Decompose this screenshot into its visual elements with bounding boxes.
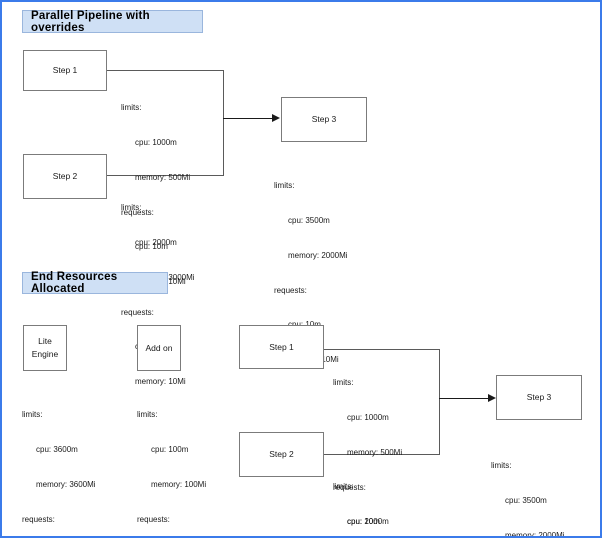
- resources-add-on: limits: cpu: 100m memory: 100Mi requests…: [137, 386, 207, 536]
- node-top-step-3[interactable]: Step 3: [281, 97, 367, 142]
- limits-cpu: cpu: 3600m: [36, 444, 78, 454]
- requests-cpu: cpu: 10m: [274, 319, 348, 331]
- requests-label: requests:: [121, 207, 154, 217]
- limits-memory: memory: 2000Mi: [505, 530, 565, 538]
- limits-cpu: cpu: 2000m: [347, 516, 389, 526]
- section-title-parallel-pipeline: Parallel Pipeline with overrides: [22, 10, 203, 34]
- node-bottom-step-1-label: Step 1: [269, 341, 294, 352]
- arrow-top-to-step3-line: [223, 118, 273, 119]
- node-bottom-step-2[interactable]: Step 2: [239, 432, 324, 477]
- requests-label: requests:: [22, 514, 55, 524]
- limits-cpu: cpu: 1000m: [347, 412, 389, 422]
- node-top-step-3-label: Step 3: [311, 114, 337, 125]
- limits-cpu: cpu: 1000m: [135, 137, 177, 147]
- requests-cpu: cpu: 10m: [135, 242, 168, 252]
- resources-bottom-step-1: limits: cpu: 1000m memory: 500Mi request…: [333, 354, 403, 536]
- node-top-step-1[interactable]: Step 1: [23, 50, 107, 91]
- node-bottom-step-1[interactable]: Step 1: [239, 325, 324, 369]
- connector-top-step1-horizontal: [107, 70, 224, 71]
- connector-bottom-step1-horizontal: [324, 349, 440, 350]
- limits-cpu: cpu: 3500m: [288, 215, 330, 225]
- arrow-bottom-to-step3-head: [488, 394, 496, 402]
- connector-top-step2-horizontal: [107, 175, 224, 176]
- node-top-step-2-label: Step 2: [52, 171, 78, 182]
- limits-memory: memory: 2000Mi: [288, 250, 348, 260]
- limits-cpu: cpu: 2000m: [135, 237, 177, 247]
- arrow-top-to-step3-head: [272, 114, 280, 122]
- limits-label: limits:: [137, 410, 158, 420]
- node-lite-engine-label-line1: Lite: [38, 336, 52, 347]
- connector-bottom-step2-horizontal: [324, 454, 440, 455]
- limits-memory: memory: 500Mi: [347, 447, 403, 457]
- node-bottom-step-2-label: Step 2: [269, 449, 294, 460]
- requests-label: requests:: [137, 514, 170, 524]
- arrow-bottom-to-step3-line: [439, 398, 489, 399]
- limits-cpu: cpu: 3500m: [505, 495, 547, 505]
- limits-label: limits:: [274, 181, 295, 191]
- limits-label: limits:: [22, 410, 43, 420]
- limits-label: limits:: [121, 103, 142, 113]
- resources-bottom-step-2: limits: cpu: 2000m memory: 3000Mi reques…: [333, 458, 407, 536]
- requests-memory: memory: 10Mi: [135, 377, 186, 387]
- limits-memory: memory: 100Mi: [151, 479, 207, 489]
- node-top-step-1-label: Step 1: [52, 65, 78, 76]
- limits-memory: memory: 500Mi: [135, 172, 191, 182]
- node-add-on-label: Add on: [145, 342, 173, 353]
- connector-top-junction-vertical: [223, 70, 224, 176]
- section-title-end-resources: End Resources Allocated: [22, 271, 168, 295]
- requests-label: requests:: [333, 482, 366, 492]
- limits-label: limits:: [333, 482, 354, 492]
- node-add-on[interactable]: Add on: [137, 325, 181, 371]
- node-bottom-step-3[interactable]: Step 3: [496, 375, 582, 420]
- node-lite-engine-label-line2: Engine: [31, 349, 59, 359]
- limits-cpu: cpu: 100m: [151, 444, 189, 454]
- requests-label: requests:: [121, 307, 154, 317]
- limits-label: limits:: [121, 203, 142, 213]
- node-bottom-step-3-label: Step 3: [526, 392, 552, 403]
- requests-cpu: cpu: 10m: [347, 517, 380, 527]
- resources-lite-engine: limits: cpu: 3600m memory: 3600Mi reques…: [22, 386, 96, 536]
- node-top-step-2[interactable]: Step 2: [23, 154, 107, 199]
- limits-label: limits:: [333, 378, 354, 388]
- resources-bottom-step-3: limits: cpu: 3500m memory: 2000Mi reques…: [491, 437, 565, 538]
- connector-bottom-junction-vertical: [439, 349, 440, 455]
- limits-memory: memory: 3600Mi: [36, 479, 96, 489]
- limits-label: limits:: [491, 461, 512, 471]
- requests-label: requests:: [274, 285, 307, 295]
